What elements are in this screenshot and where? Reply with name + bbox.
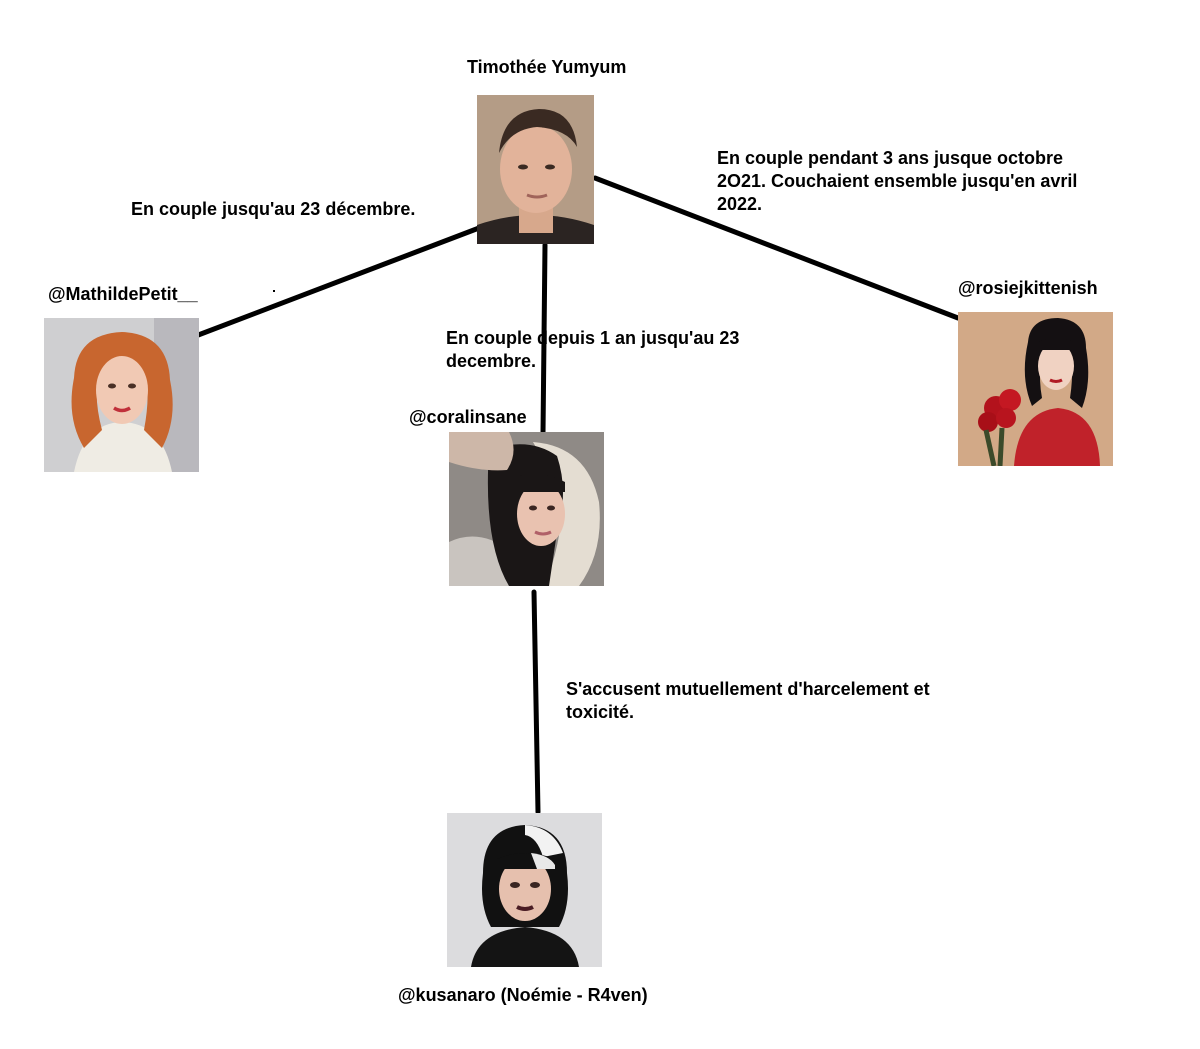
portrait-rosie	[958, 312, 1113, 466]
relation-label-timothee-mathilde: En couple jusqu'au 23 décembre.	[131, 199, 416, 219]
node-name-coralinsane: @coralinsane	[409, 407, 527, 427]
portrait-timothee	[477, 95, 594, 244]
node-name-timothee: Timothée Yumyum	[467, 57, 627, 77]
relation-label-timothee-rosie: En couple pendant 3 ans jusque octobre 2…	[717, 148, 1078, 214]
portrait-kusanaro	[447, 813, 602, 967]
edge-timothee-mathilde	[190, 225, 482, 340]
edge-timothee-rosie	[592, 175, 961, 321]
node-name-mathilde: @MathildePetit__	[48, 284, 198, 304]
node-name-rosie: @rosiejkittenish	[958, 278, 1098, 298]
node-name-kusanaro: @kusanaro (Noémie - R4ven)	[398, 985, 648, 1005]
stray-dot	[273, 290, 275, 292]
edge-coralinsane-kusanaro	[531, 589, 541, 815]
portrait-coralinsane	[449, 432, 604, 586]
relation-label-coralinsane-kusanaro: S'accusent mutuellement d'harcelement et…	[566, 679, 930, 722]
edge-timothee-coralinsane	[540, 242, 548, 436]
relation-label-timothee-coralinsane: En couple depuis 1 an jusqu'au 23 decemb…	[446, 328, 740, 371]
portrait-mathilde	[44, 318, 199, 472]
